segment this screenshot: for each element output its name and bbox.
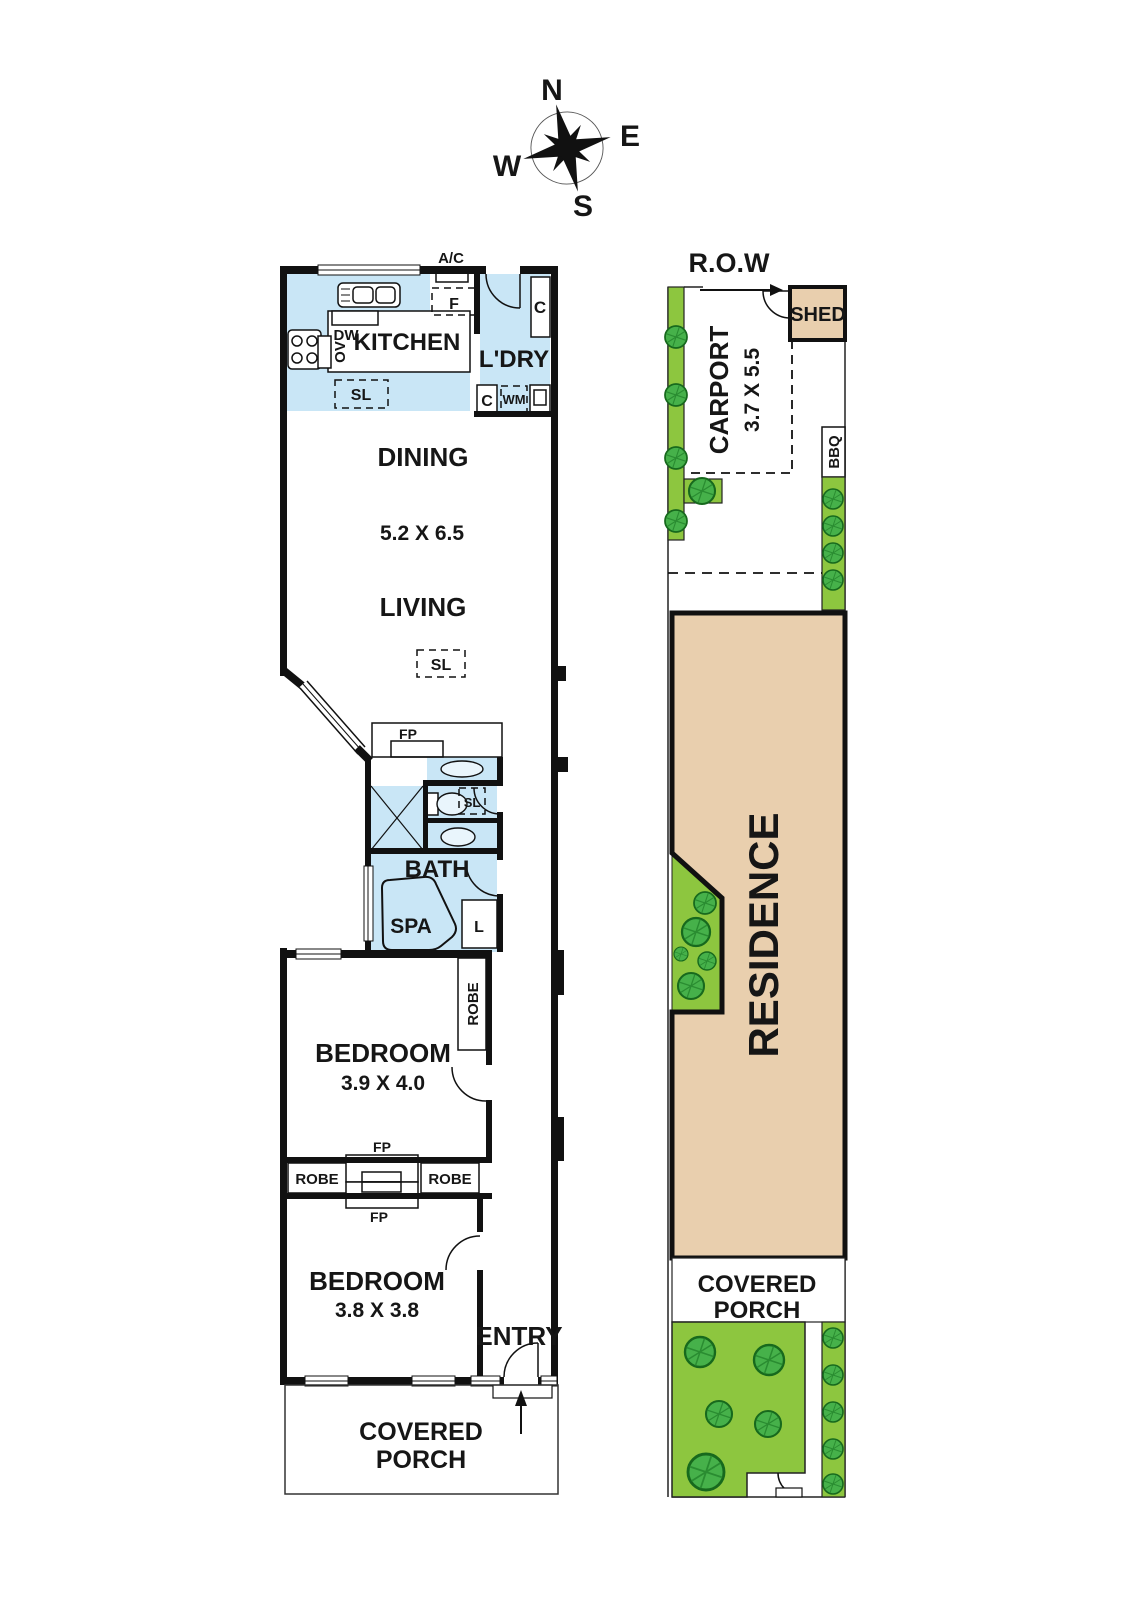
dishwasher-label: DW <box>334 327 360 344</box>
porch-label-line1: COVERED <box>359 1418 483 1446</box>
carport-outline <box>688 340 793 474</box>
dining-living-dims: 5.2 X 6.5 <box>380 522 464 545</box>
laundry-area <box>476 276 551 414</box>
bedroom1-fireplace-label: FP <box>373 1139 391 1155</box>
linen-label: L <box>474 919 484 936</box>
robe-vertical <box>457 957 487 1051</box>
floor-plan: A/C F KITCHEN DW OV SL C L'DRY C WM DINI… <box>280 250 568 1495</box>
residence-label: RESIDENCE <box>740 812 787 1057</box>
laundry-label: L'DRY <box>479 346 549 373</box>
living-label: LIVING <box>380 592 467 622</box>
kitchen-sink <box>337 282 401 308</box>
entry-step <box>492 1384 553 1434</box>
row-label: R.O.W <box>689 248 771 278</box>
robe-left <box>287 1162 348 1194</box>
ac-label: A/C <box>438 250 464 267</box>
bbq: BBQ <box>821 426 846 478</box>
site-porch-line2: PORCH <box>714 1297 801 1324</box>
site-plan: R.O.W CARPORT 3.7 X 5.5 SHED <box>664 248 848 1498</box>
compass-north-label: N <box>541 74 563 107</box>
carport-label: CARPORT <box>704 326 734 455</box>
bedroom2-dims: 3.8 X 3.8 <box>335 1299 419 1322</box>
garden-strip-east-lower <box>821 1321 846 1498</box>
compass-south-label: S <box>573 190 593 223</box>
kitchen-skylight <box>334 379 389 409</box>
robe-left-label: ROBE <box>295 1171 338 1188</box>
walls <box>280 266 568 1385</box>
robe-right-label: ROBE <box>428 1171 471 1188</box>
carport-dims: 3.7 X 5.5 <box>741 348 764 432</box>
vanity-basin-bottom <box>440 827 476 847</box>
linen-cupboard <box>461 899 498 949</box>
robe-right <box>420 1162 480 1194</box>
windows <box>295 264 558 1387</box>
oven-label: OV <box>332 341 349 363</box>
bbq-label: BBQ <box>826 435 843 469</box>
bath-skylight <box>458 787 486 815</box>
fireplace-bath <box>371 722 503 758</box>
laundry-cupboard-top-label: C <box>534 298 546 317</box>
compass-rose: N E W S <box>493 74 640 223</box>
robe-vertical-label: ROBE <box>465 982 482 1025</box>
spa-label: SPA <box>390 915 432 938</box>
bedroom1-dims: 3.9 X 4.0 <box>341 1072 425 1095</box>
doors <box>445 273 539 1378</box>
laundry-cupboard-bottom-label: C <box>481 393 493 410</box>
front-gate <box>775 1472 803 1498</box>
site-porch-line1: COVERED <box>698 1271 817 1298</box>
laundry-trough <box>529 384 551 414</box>
toilet <box>426 792 468 816</box>
spa-bath <box>381 875 457 951</box>
row-arrow <box>700 284 783 296</box>
kitchen-label: KITCHEN <box>354 329 461 356</box>
vanity-basin-top <box>440 760 484 778</box>
dishwasher <box>331 310 379 326</box>
washing-machine-label: WM <box>502 392 525 407</box>
kitchen-area <box>287 267 478 409</box>
entry-arrow <box>515 1390 527 1406</box>
fridge-label: F <box>449 296 459 313</box>
bath-skylight-label: SL <box>464 795 481 810</box>
kitchen-skylight-label: SL <box>351 387 372 404</box>
bathroom-area <box>370 722 503 951</box>
oven <box>317 335 332 369</box>
compass-east-label: E <box>620 120 640 153</box>
cooktop <box>287 329 322 370</box>
shed-label: SHED <box>790 304 846 326</box>
bedroom1-label: BEDROOM <box>315 1038 451 1068</box>
bath-label: BATH <box>405 856 470 883</box>
bedroom2-label: BEDROOM <box>309 1266 445 1296</box>
site-covered-porch: COVERED PORCH <box>671 1257 846 1324</box>
porch-label-line2: PORCH <box>376 1446 466 1474</box>
bath-fireplace-label: FP <box>399 726 417 742</box>
dining-label: DINING <box>378 442 469 472</box>
garden-strip-east-upper <box>821 476 846 611</box>
front-garden <box>671 1321 806 1498</box>
entry-label: ENTRY <box>475 1321 562 1351</box>
compass-west-label: W <box>493 150 522 183</box>
laundry-cupboard-top <box>530 276 551 338</box>
living-skylight-label: SL <box>431 657 452 674</box>
residence-block: RESIDENCE <box>669 610 848 1261</box>
bedroom2-fireplace-label: FP <box>370 1209 388 1225</box>
living-skylight <box>416 649 466 678</box>
porch-outline <box>284 1384 559 1495</box>
shed: SHED <box>762 285 847 342</box>
garden-strip-northwest <box>664 286 723 541</box>
